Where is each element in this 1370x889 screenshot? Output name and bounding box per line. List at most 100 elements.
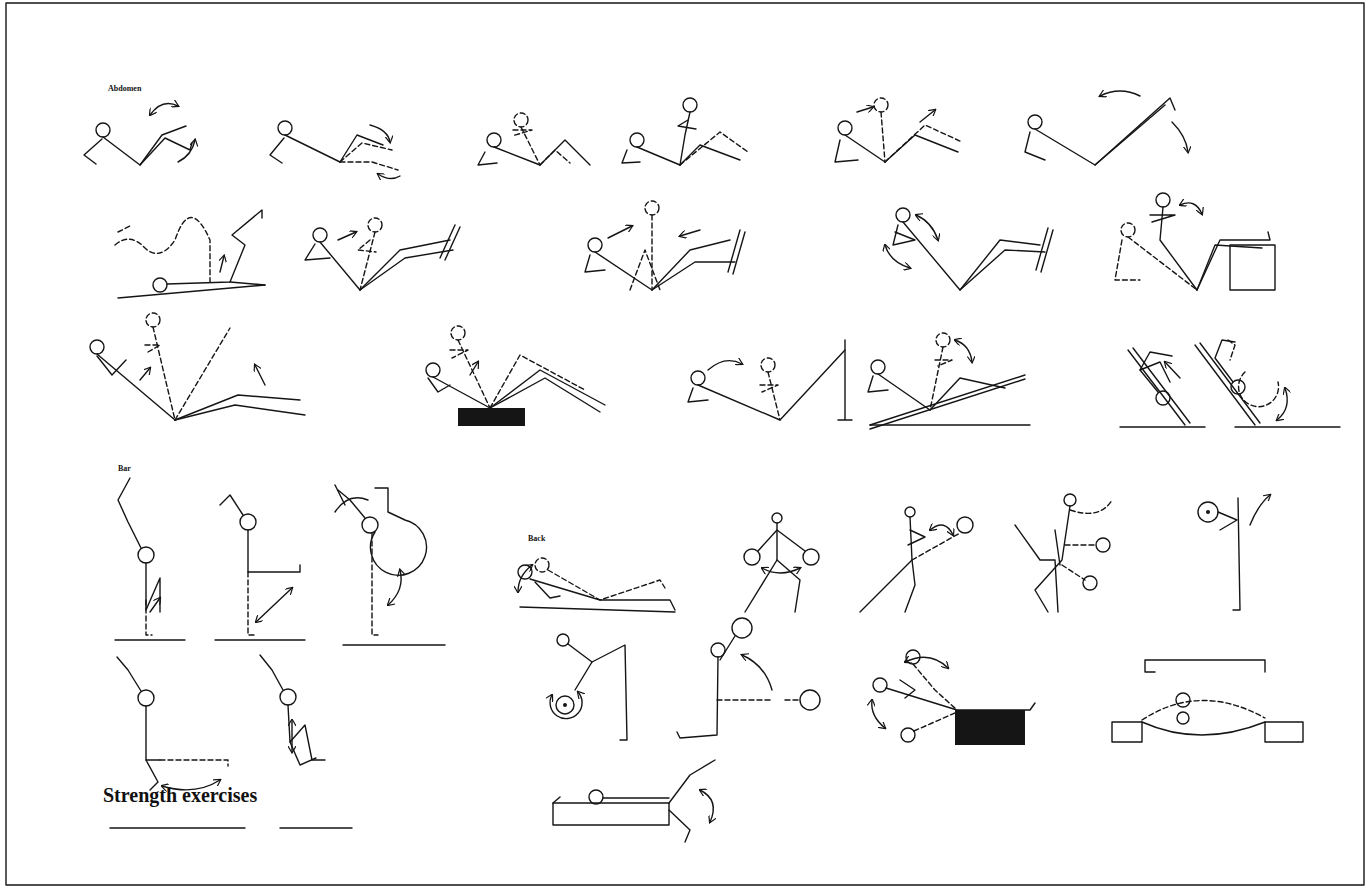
figure-stroke [1096, 538, 1110, 552]
figure-stroke [1035, 105, 1165, 165]
figure-stroke [96, 123, 110, 137]
figure-stroke [677, 657, 718, 738]
figure-stroke [1198, 502, 1218, 522]
exercise-figure [1120, 348, 1205, 427]
figure-stroke [870, 375, 1025, 429]
figure-stroke [896, 208, 910, 222]
figure-stroke [550, 692, 582, 719]
figure-stroke [487, 133, 501, 147]
figure-stroke [451, 326, 465, 340]
figure-stroke [608, 226, 632, 238]
section-label: Back [528, 534, 545, 543]
figure-stroke [368, 218, 382, 232]
figure-stroke [153, 278, 167, 292]
exercise-figure [426, 326, 605, 426]
exercise-figure [1195, 340, 1340, 427]
figure-stroke [1112, 722, 1142, 742]
exercise-figure [585, 201, 745, 290]
figure-stroke [291, 720, 292, 752]
figure-stroke [478, 152, 497, 165]
figure-stroke [1228, 340, 1235, 360]
figure-stroke [1195, 343, 1260, 425]
figure-stroke [160, 760, 228, 766]
figure-stroke [140, 126, 186, 165]
figure-stroke [698, 350, 845, 420]
figure-stroke [1250, 495, 1270, 525]
figure-stroke [440, 225, 460, 260]
figure-stroke [873, 678, 887, 692]
figure-stroke [960, 250, 1045, 290]
figure-stroke [728, 230, 745, 274]
figure-stroke [708, 361, 742, 370]
figure-caption: Strength exercises [103, 784, 257, 807]
figure-stroke [514, 113, 528, 127]
figure-stroke [118, 225, 132, 232]
figure-stroke [885, 125, 962, 162]
figure-stroke [955, 340, 972, 362]
figure-stroke [290, 742, 316, 765]
figure-stroke [450, 350, 468, 358]
figure-stroke [305, 244, 330, 260]
figure-stroke [652, 262, 735, 290]
figure-stroke [97, 356, 126, 375]
figure-stroke [1128, 348, 1190, 425]
figure-stroke [1140, 352, 1172, 370]
figure-stroke [280, 689, 296, 705]
figure-stroke [908, 530, 925, 545]
section-label: Abdomen [108, 84, 141, 93]
figure-stroke [320, 240, 450, 290]
figure-stroke [362, 517, 378, 533]
figure-stroke [240, 514, 256, 530]
figure-stroke [758, 530, 805, 551]
figure-stroke [370, 488, 426, 575]
figure-stroke [1156, 391, 1170, 405]
figure-stroke [878, 374, 1005, 410]
page-frame [6, 3, 1364, 885]
figure-stroke [313, 228, 327, 242]
figure-stroke [1172, 122, 1188, 152]
figure-stroke [762, 568, 800, 573]
figure-stroke [760, 385, 778, 392]
figure-stroke [145, 345, 160, 352]
section-label-holder: Bar [118, 457, 131, 475]
exercise-figure [1115, 193, 1275, 290]
figure-stroke [372, 533, 378, 635]
figure-stroke [280, 827, 352, 828]
figure-stroke [278, 121, 292, 135]
exercise-figure [305, 218, 460, 290]
figure-stroke [335, 485, 368, 512]
figure-stroke [458, 408, 525, 426]
figure-stroke [1025, 132, 1045, 160]
figure-stroke [1128, 237, 1197, 290]
figure-stroke [270, 138, 284, 163]
figure-stroke [1239, 372, 1279, 407]
exercise-figure [1015, 494, 1112, 612]
exercise-figure [622, 98, 748, 165]
figure-stroke [1028, 115, 1042, 129]
figure-stroke [1015, 525, 1058, 612]
figure-stroke [651, 215, 652, 290]
figure-stroke [761, 358, 775, 372]
figure-stroke [557, 634, 569, 646]
figure-stroke [175, 405, 305, 420]
figure-stroke [494, 140, 590, 165]
figure-stroke [520, 607, 675, 612]
figure-stroke [700, 790, 713, 822]
figure-stroke [490, 378, 600, 412]
figure-stroke [338, 232, 356, 240]
figure-stroke [433, 377, 490, 408]
figure-stroke [1233, 498, 1240, 610]
figure-stroke [490, 370, 605, 408]
exercise-figure [744, 513, 819, 612]
figure-stroke [563, 703, 567, 707]
exercise-figure [84, 103, 195, 165]
figure-stroke [378, 174, 400, 179]
figure-stroke [260, 655, 283, 690]
figure-stroke [874, 98, 888, 112]
figure-stroke [1197, 232, 1270, 290]
figure-stroke [1070, 500, 1112, 513]
figure-stroke [1083, 576, 1097, 590]
figure-stroke [688, 388, 708, 402]
figure-stroke [370, 125, 390, 142]
